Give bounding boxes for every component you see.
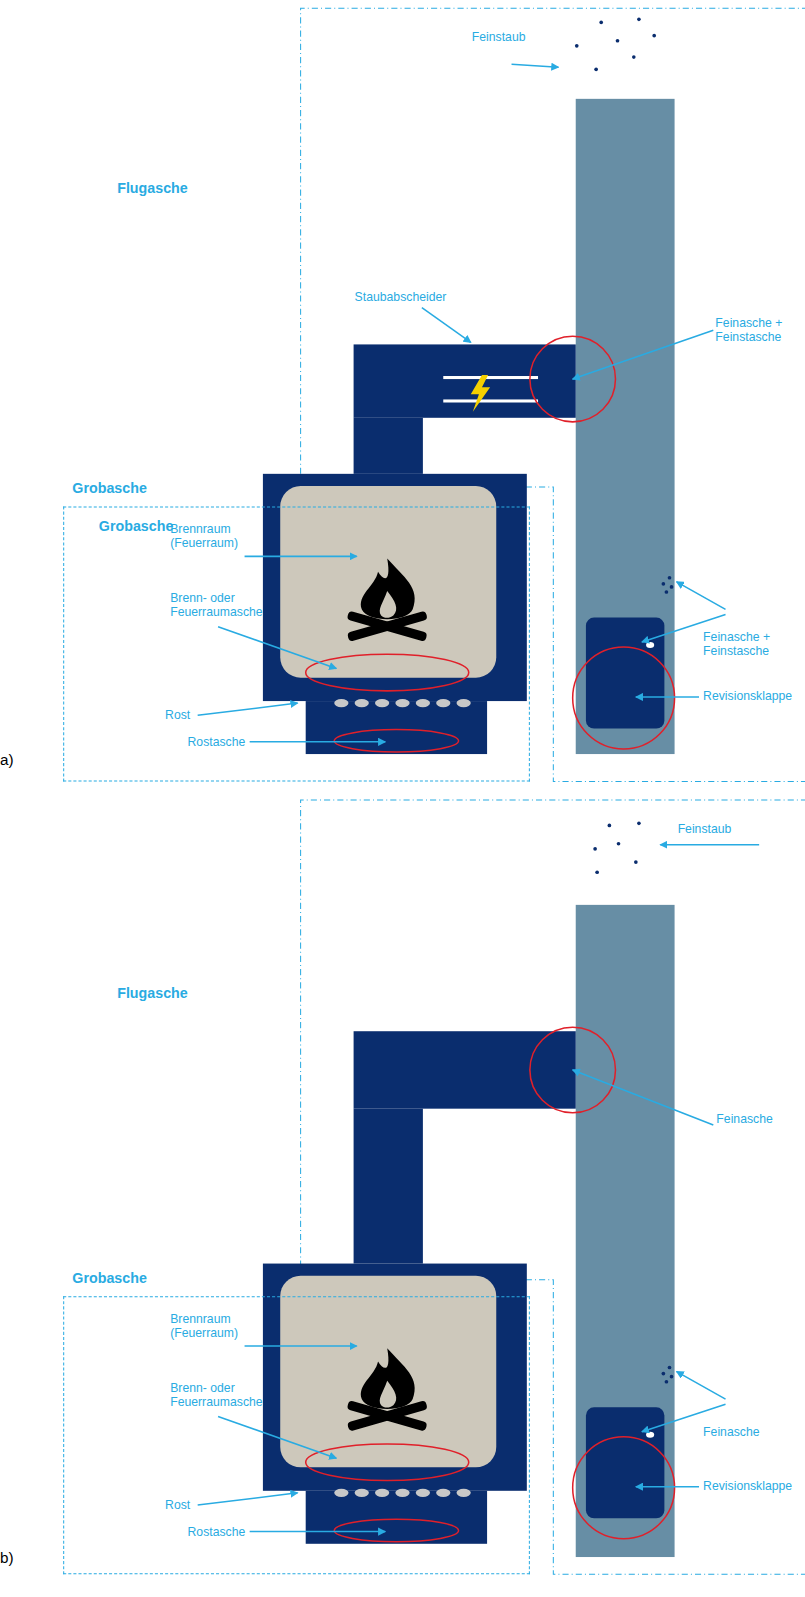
part-label: Brennraum (Feuerraum): [170, 1311, 246, 1340]
part-label: Brenn- oder Feuerraumasche: [170, 1381, 267, 1410]
region-title: Grobasche: [72, 1270, 147, 1286]
zone-label: Flugasche: [117, 984, 188, 1001]
annotation: Feinasche: [703, 1425, 759, 1440]
part-label: Brennraum (Feuerraum): [170, 522, 246, 551]
region-box: Grobasche: [63, 1296, 530, 1574]
panel-letter: a): [0, 751, 14, 769]
part-label: Brenn- oder Feuerraumasche: [170, 591, 267, 620]
part-label: Revisionsklappe: [703, 689, 792, 704]
part-label: Rost: [165, 1498, 190, 1513]
part-label: Staubabscheider: [355, 289, 447, 304]
part-label: Rost: [165, 708, 190, 723]
panel-letter: b): [0, 1549, 14, 1567]
annotation: Feinasche + Feinstasche: [703, 630, 797, 659]
annotation: Feinstaub: [678, 821, 732, 836]
annotation: Feinasche + Feinstasche: [715, 316, 802, 345]
region-title: Grobasche: [72, 480, 147, 496]
part-label: Rostasche: [187, 1524, 245, 1539]
region-box: GrobascheGrobasche: [63, 506, 530, 781]
zone-label: Flugasche: [117, 179, 188, 196]
part-label: Revisionsklappe: [703, 1479, 792, 1494]
annotation: Feinstaub: [472, 30, 526, 45]
annotation: Feinasche: [716, 1112, 772, 1127]
region-title: Grobasche: [99, 518, 174, 534]
part-label: Rostasche: [187, 735, 245, 750]
